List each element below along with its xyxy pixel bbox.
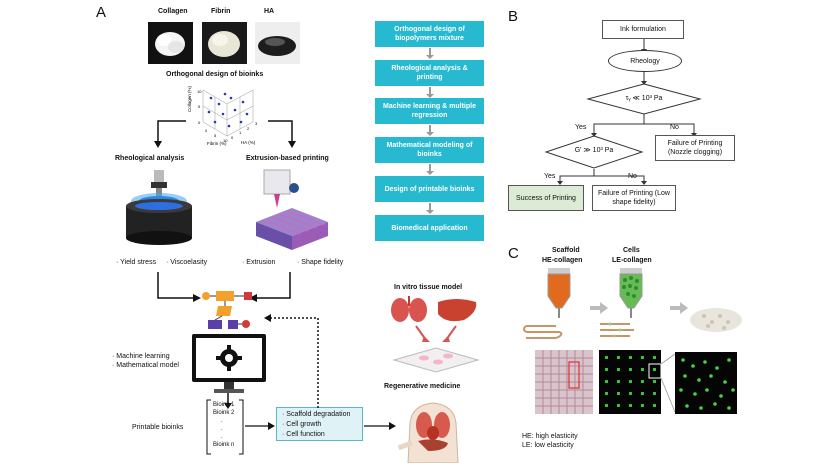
extrusion-printing-title: Extrusion-based printing (246, 155, 329, 162)
yield-stress-condition: τᵧ ≪ 10³ Pa (625, 95, 663, 102)
outcome-cell-function: · Cell function (282, 431, 325, 438)
rheometer-image (126, 170, 192, 245)
design-scatter-plot: Collagen (%) 10 5 0 0 5 10 Fibrin (%) 0 … (187, 85, 258, 146)
print-item-shape-fidelity: · Shape fidelity (297, 259, 344, 266)
orthogonal-design-title: Orthogonal design of bioinks (166, 71, 264, 78)
yes-label-1: Yes (575, 124, 587, 131)
scaffold-title: Scaffold (552, 247, 580, 254)
fibrin-label: Fibrin (211, 8, 231, 15)
flow-step-rheological-printing: Rheological analysis & printing (375, 60, 484, 86)
to-outcome-arrow (245, 422, 275, 430)
microscopy-images (535, 350, 737, 414)
monitor-down-arrow (224, 393, 232, 409)
axis-collagen-label: Collagen (%) (187, 85, 192, 112)
tick-ha-2: 2 (247, 126, 250, 131)
legend-he: HE: high elasticity (522, 433, 578, 440)
no-label-1: No (670, 124, 679, 131)
yes-label-2: Yes (544, 173, 556, 180)
rheological-analysis-title: Rheological analysis (115, 155, 185, 162)
printable-bioinks-label: Printable bioinks (132, 424, 184, 431)
flow-step-design-printable: Design of printable bioinks (375, 176, 484, 202)
rheology-ellipse: Rheology (608, 50, 682, 72)
panel-c-letter: C (508, 245, 519, 262)
bioink-ellipsis: . (221, 434, 223, 440)
tick-fibrin-0: 0 (205, 128, 208, 133)
flow-step-orthogonal-design: Orthogonal design of biopolymers mixture (375, 21, 484, 47)
tick-ha-0: 0 (231, 135, 234, 140)
axis-fibrin-label: Fibrin (%) (207, 141, 227, 146)
tick-ha-3: 3 (255, 121, 258, 126)
outcome-cell-growth: · Cell growth (282, 421, 322, 428)
no-label-2: No (628, 173, 637, 180)
bioink-item: Bioink n (213, 442, 235, 448)
failure-shape-fidelity-box: Failure of Printing (Low shape fidelity) (592, 185, 676, 211)
printer-image (256, 169, 328, 250)
flow-step-mathematical-modeling: Mathematical modeling of bioinks (375, 137, 484, 163)
ml-item-mathematical-model: · Mathematical model (112, 362, 179, 369)
ml-items: · Machine learning · Mathematical model (112, 352, 179, 370)
rheo-item-yield-stress: · Yield stress (116, 259, 157, 266)
flow-arrows (426, 48, 434, 214)
computer-monitor-icon (192, 334, 266, 393)
legend-le: LE: low elasticity (522, 442, 574, 449)
bioink-bracket (206, 399, 244, 455)
feedback-dotted-arrow (264, 314, 319, 408)
tick-fibrin-5: 5 (214, 133, 217, 138)
ink-formulation-box: Ink formulation (602, 20, 684, 39)
cells-subtitle: LE-collagen (612, 257, 652, 264)
flow-step-biomedical-application: Biomedical application (375, 215, 484, 241)
outcome-scaffold-degradation: · Scaffold degradation (282, 411, 351, 418)
ha-label: HA (264, 8, 275, 15)
bioprinting-syringes-image (523, 268, 742, 339)
tick-fibrin-10: 10 (223, 138, 228, 143)
ml-item-machine-learning: · Machine learning (112, 353, 170, 360)
collagen-label: Collagen (158, 8, 188, 15)
flow-step-machine-learning: Machine learning & multiple regression (375, 98, 484, 124)
elasticity-legend: HE: high elasticity LE: low elasticity (522, 432, 578, 450)
tissue-model-image (391, 296, 480, 373)
cells-title: Cells (623, 247, 640, 254)
in-vitro-title: In vitro tissue model (394, 284, 463, 291)
tick-collagen-10: 10 (197, 89, 202, 94)
ha-image (255, 22, 300, 64)
split-arrows (154, 120, 296, 148)
bioink-ellipsis: . (221, 418, 223, 424)
fibrin-image (202, 22, 247, 64)
bioink-item: Bioink 1 (213, 402, 235, 408)
scaffold-subtitle: HE-collagen (542, 257, 583, 264)
tick-collagen-0: 0 (198, 120, 201, 125)
bioink-list: Bioink 1 Bioink 2 . . . Bioink n (213, 401, 234, 449)
to-application-arrow (364, 422, 396, 430)
axis-ha-label: HA (%) (241, 140, 256, 145)
storage-modulus-condition: G' ≫ 10³ Pa (574, 147, 614, 154)
panel-a-letter: A (96, 4, 107, 21)
bioink-ellipsis: . (221, 426, 223, 432)
bioink-item: Bioink 2 (213, 410, 235, 416)
print-item-extrusion: · Extrusion (242, 259, 276, 266)
tick-collagen-5: 5 (198, 104, 201, 109)
algorithm-icon (202, 291, 252, 329)
outcome-box: · Scaffold degradation · Cell growth · C… (276, 407, 363, 441)
tick-ha-1: 1 (239, 130, 242, 135)
rheo-item-viscoelasity: · Viscoelasity (166, 259, 208, 266)
converge-arrows (157, 272, 291, 302)
regenerative-body-image (398, 402, 459, 463)
failure-nozzle-clogging-box: Failure of Printing (Nozzle clogging) (655, 135, 735, 161)
regenerative-medicine-title: Regenerative medicine (384, 383, 461, 390)
panel-b-letter: B (508, 8, 519, 25)
collagen-image (148, 22, 193, 64)
success-printing-box: Success of Printing (508, 185, 584, 211)
